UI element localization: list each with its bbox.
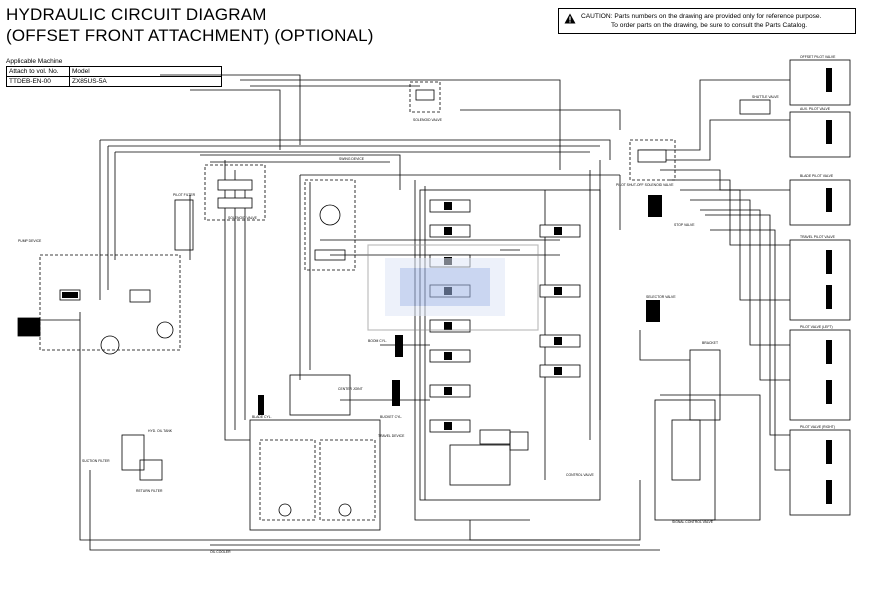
aux-pilot-valve	[789, 111, 851, 158]
label-bracket: BRACKET	[702, 341, 718, 345]
label-shuttle-valve: SHUTTLE VALVE	[752, 95, 780, 99]
label-oil-cooler: OIL COOLER	[210, 550, 231, 554]
pilot-valves-right	[654, 59, 851, 521]
warning-triangle-icon	[564, 13, 576, 24]
label-travel-device: TRAVEL DEVICE	[378, 434, 405, 438]
label-pilot-filter: PILOT FILTER	[173, 193, 196, 197]
title-line-1: HYDRAULIC CIRCUIT DIAGRAM	[6, 5, 267, 24]
center-joint	[289, 374, 351, 416]
label-signal-control-valve: SIGNAL CONTROL VALVE	[672, 520, 714, 524]
swing-device	[304, 179, 356, 271]
label-stop-valve: STOP VALVE	[674, 223, 695, 227]
label-boom-cyl: BOOM CYL.	[368, 339, 387, 343]
label-bucket-cyl: BUCKET CYL.	[380, 415, 402, 419]
label-hyd-oil-tank: HYD. OIL TANK	[148, 429, 173, 433]
center-logo-watermark	[367, 244, 539, 331]
caution-line-2: To order parts on the drawing, be sure t…	[611, 22, 808, 29]
col2-value: ZX85US-5A	[69, 76, 222, 87]
shuttle-valve	[739, 99, 771, 115]
label-pilot-valve-right: PILOT VALVE (RIGHT)	[800, 425, 835, 429]
applicable-machine-block: Applicable Machine Attach to vol. No. Mo…	[6, 58, 222, 87]
label-return-filter: RETURN FILTER	[136, 489, 163, 493]
label-solenoid-valve-top: SOLENOID VALVE	[413, 118, 443, 122]
label-control-valve: CONTROL VALVE	[566, 473, 595, 477]
control-valve	[419, 189, 601, 501]
pump-device	[17, 254, 181, 355]
caution-box: CAUTION: Parts numbers on the drawing ar…	[558, 8, 856, 34]
offset-pilot-valve	[789, 59, 851, 106]
label-blade-cyl: BLADE CYL.	[252, 415, 272, 419]
diagram-title: HYDRAULIC CIRCUIT DIAGRAM (OFFSET FRONT …	[6, 4, 374, 46]
travel-pilot-valve	[789, 239, 851, 321]
pilot-valve-right	[789, 429, 851, 516]
applicable-machine-table: Attach to vol. No. Model TTDEB-EN-00 ZX8…	[6, 66, 222, 87]
label-pilot-valve-left: PILOT VALVE (LEFT)	[800, 325, 833, 329]
pilot-shutoff-solenoid-valve	[629, 139, 676, 181]
title-line-2: (OFFSET FRONT ATTACHMENT) (OPTIONAL)	[6, 26, 374, 45]
solenoid-valve-left	[204, 164, 266, 221]
label-swing-device: SWING DEVICE	[339, 157, 365, 161]
label-offset-pilot-valve: OFFSET PILOT VALVE	[800, 55, 836, 59]
return-filter	[139, 459, 163, 481]
caution-line-1: CAUTION: Parts numbers on the drawing ar…	[581, 13, 822, 20]
label-pump-device: PUMP DEVICE	[18, 239, 42, 243]
label-selector-valve: SELECTOR VALVE	[646, 295, 676, 299]
pilot-valve-left	[789, 329, 851, 421]
label-center-joint: CENTER JOINT	[338, 387, 363, 391]
label-solenoid-valve-left: SOLENOID VALVE	[228, 216, 258, 220]
blade-pilot-valve	[789, 179, 851, 226]
label-travel-pilot-valve: TRAVEL PILOT VALVE	[800, 235, 836, 239]
applicable-machine-heading: Applicable Machine	[6, 58, 63, 65]
bracket	[689, 349, 721, 421]
travel-device-area	[249, 419, 381, 531]
label-pilot-shutoff: PILOT SHUT-OFF SOLENOID VALVE	[616, 183, 674, 187]
label-aux-pilot-valve: AUX. PILOT VALVE	[800, 107, 831, 111]
signal-control-valve	[654, 399, 716, 521]
pilot-filter	[174, 199, 194, 251]
label-suction-filter: SUCTION FILTER	[82, 459, 110, 463]
hyd-oil-tank	[121, 434, 145, 471]
label-blade-pilot-valve: BLADE PILOT VALVE	[800, 174, 834, 178]
solenoid-valve-top	[409, 81, 441, 113]
